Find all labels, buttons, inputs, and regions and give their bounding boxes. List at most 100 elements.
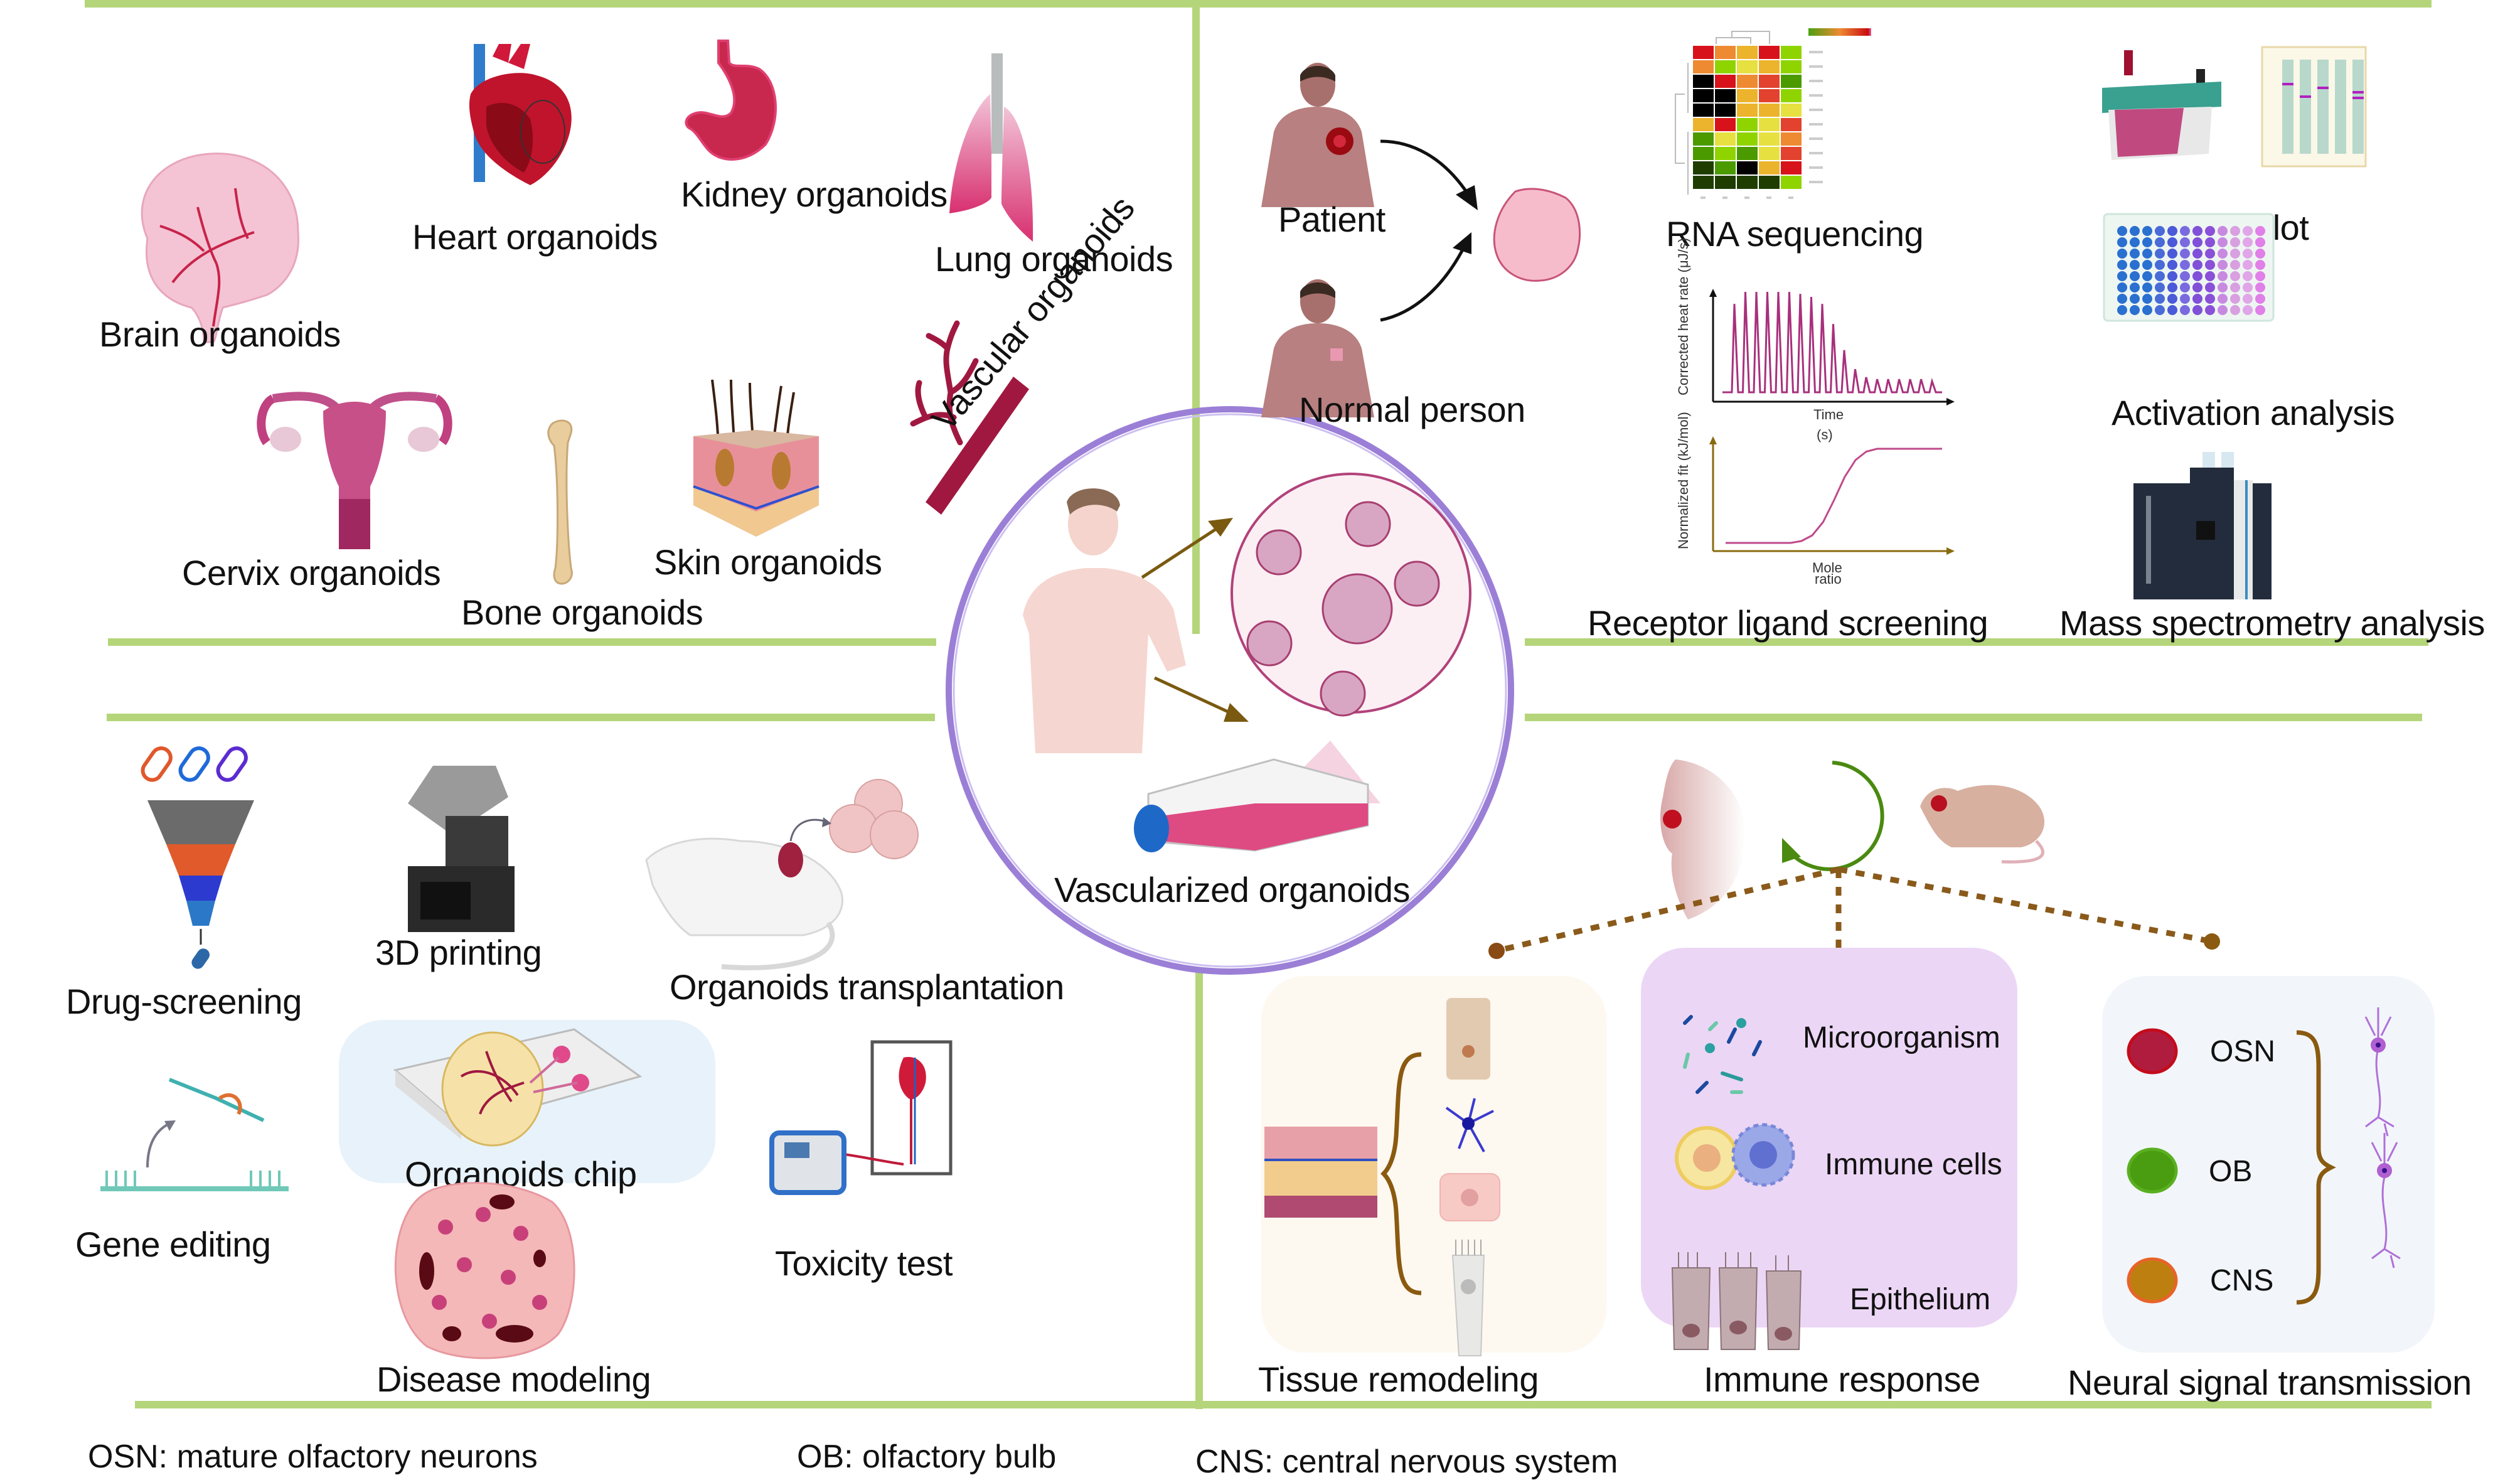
heatmap-row-label: [1809, 94, 1823, 97]
tissue-remodeling-icon: [1264, 998, 1500, 1356]
drug-screening-funnel-icon: [141, 746, 254, 969]
well: [2205, 271, 2215, 281]
heatmap-cell: [1781, 161, 1802, 174]
well: [2155, 305, 2165, 315]
well: [2180, 260, 2190, 270]
heatmap-cell: [1737, 60, 1758, 73]
heatmap-row-label: [1809, 152, 1823, 154]
rna-heatmap: [1675, 28, 1871, 199]
heatmap-cell: [1693, 89, 1714, 102]
heatmap-cell: [1759, 132, 1780, 146]
well: [2167, 226, 2177, 236]
microorganism-label: Microorganism: [1803, 1021, 2000, 1054]
well: [2167, 237, 2177, 247]
microorganism-icon: [1683, 1015, 1762, 1094]
heatmap-col-label: [1700, 196, 1706, 199]
legend-ob: OB: olfactory bulb: [797, 1439, 1057, 1475]
electrophoresis-tank-icon: [2102, 50, 2221, 160]
vascularized-organoids-label: Vascularized organoids: [1054, 870, 1410, 909]
mass-spectrometer-icon: [2133, 452, 2272, 599]
divider-mid-left-upper: [108, 638, 936, 646]
well: [2130, 271, 2140, 281]
well: [2230, 305, 2240, 315]
well: [2117, 282, 2127, 292]
well: [2155, 260, 2165, 270]
well: [2180, 249, 2190, 259]
well: [2142, 305, 2152, 315]
rna-sequencing-label: RNA sequencing: [1666, 214, 1924, 254]
heatmap-cell: [1737, 132, 1758, 146]
well: [2117, 305, 2127, 315]
osn-label: OSN: [2210, 1035, 2276, 1068]
heatmap-cell: [1693, 46, 1714, 59]
epithelium-icon: [1671, 1252, 1802, 1350]
tissue-remodeling-label: Tissue remodeling: [1258, 1359, 1539, 1399]
divider-vertical-bottom: [1195, 970, 1203, 1409]
heatmap-cell: [1737, 147, 1758, 160]
blot-membrane-icon: [2261, 46, 2367, 168]
heatmap-cell: [1781, 132, 1802, 146]
heatmap-cell: [1759, 147, 1780, 160]
well: [2205, 249, 2215, 259]
heatmap-row-label: [1809, 51, 1823, 53]
heatmap-cell: [1781, 60, 1802, 73]
immune-response-label: Immune response: [1704, 1359, 1980, 1399]
heatmap-cell: [1737, 104, 1758, 117]
heatmap-cell: [1737, 46, 1758, 59]
heatmap-cell: [1781, 104, 1802, 117]
well: [2167, 260, 2177, 270]
drug-screening-label: Drug-screening: [66, 982, 302, 1021]
heatmap-cell: [1693, 132, 1714, 146]
neural-marker-cns: [2127, 1257, 2178, 1304]
well: [2192, 271, 2202, 281]
ob-label: OB: [2209, 1155, 2253, 1188]
well: [2117, 260, 2127, 270]
well: [2218, 271, 2228, 281]
disease-modeling-label: Disease modeling: [376, 1359, 651, 1399]
heat-rate-xlabel-2: (s): [1817, 427, 1833, 442]
gene-editing-icon: [100, 1078, 289, 1191]
skin-icon: [693, 379, 820, 537]
blood-vessel-icon: [910, 320, 1029, 515]
bone-icon: [547, 419, 573, 585]
well: [2142, 249, 2152, 259]
heatmap-cell: [1759, 75, 1780, 88]
well: [2192, 305, 2202, 315]
divider-mid-right-lower: [1525, 714, 2422, 721]
brain-icon: [141, 153, 299, 343]
well: [2192, 226, 2202, 236]
well: [2255, 305, 2265, 315]
patient-label: Patient: [1278, 200, 1385, 239]
heatmap-row-label: [1809, 181, 1823, 183]
well: [2255, 237, 2265, 247]
well: [2218, 305, 2228, 315]
heat-rate-xlabel-2-wrap: (s): [1817, 427, 1833, 442]
divider-vertical-top: [1192, 6, 1200, 634]
heatmap-col-label: [1722, 196, 1727, 199]
human-figure-icon: [1023, 488, 1186, 753]
well: [2218, 282, 2228, 292]
heatmap-cell: [1715, 176, 1736, 189]
well: [2130, 249, 2140, 259]
well: [2230, 260, 2240, 270]
heatmap-cell: [1781, 147, 1802, 160]
normal-person-figure-icon: [1261, 279, 1374, 417]
heatmap-row-label: [1809, 80, 1823, 82]
neural-marker-ob: [2127, 1147, 2178, 1194]
heatmap-cell: [1715, 104, 1736, 117]
culture-flask-icon: [1134, 758, 1369, 852]
heart-organoids-label: Heart organoids: [412, 217, 658, 257]
heatmap-cell: [1781, 176, 1802, 189]
heatmap-cell: [1715, 132, 1736, 146]
epithelium-label: Epithelium: [1850, 1283, 1991, 1316]
well: [2192, 237, 2202, 247]
3d-printer-icon: [408, 766, 515, 932]
well: [2230, 282, 2240, 292]
well: [2192, 294, 2202, 304]
well: [2218, 237, 2228, 247]
well: [2117, 237, 2127, 247]
heatmap-row-label: [1809, 123, 1823, 126]
well: [2230, 249, 2240, 259]
cns-label: CNS: [2210, 1264, 2274, 1297]
well: [2255, 226, 2265, 236]
